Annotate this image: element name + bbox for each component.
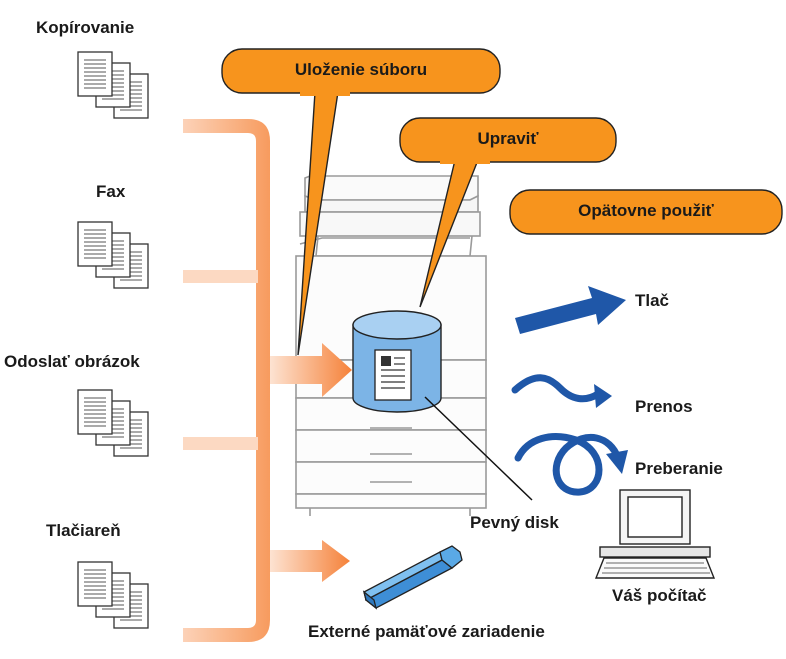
your-pc-label: Váš počítač	[612, 586, 707, 605]
callout-label-reuse: Opätovne použiť	[578, 201, 714, 220]
callout-edit	[399, 117, 617, 308]
source-label-send-image: Odoslať obrázok	[4, 352, 140, 371]
document-stack-icon	[77, 51, 149, 119]
retrieve-arrow	[514, 433, 628, 496]
desktop-computer-icon	[594, 489, 716, 579]
callout-reuse	[509, 189, 783, 235]
input-flow-connector	[183, 119, 352, 642]
source-label-copy: Kopírovanie	[36, 18, 135, 37]
usb-drive-icon	[362, 545, 463, 610]
source-label-printer: Tlačiareň	[46, 521, 121, 540]
source-label-fax: Fax	[96, 182, 126, 201]
document-stack-icon	[77, 561, 149, 629]
print-arrow	[515, 286, 626, 334]
callout-file-save	[221, 48, 501, 356]
callout-label-edit: Upraviť	[477, 129, 539, 148]
transfer-arrow	[511, 374, 612, 408]
callout-label-file-save: Uloženie súboru	[294, 60, 428, 79]
document-stack-icon	[77, 389, 149, 457]
output-label-print: Tlač	[635, 291, 670, 310]
output-label-retrieve: Preberanie	[635, 459, 723, 478]
document-stack-icon	[77, 221, 149, 289]
external-memory-label: Externé pamäťové zariadenie	[308, 622, 545, 641]
hard-disk-label: Pevný disk	[470, 513, 559, 532]
output-label-transfer: Prenos	[635, 397, 693, 416]
hard-disk-cylinder-icon	[352, 310, 533, 501]
